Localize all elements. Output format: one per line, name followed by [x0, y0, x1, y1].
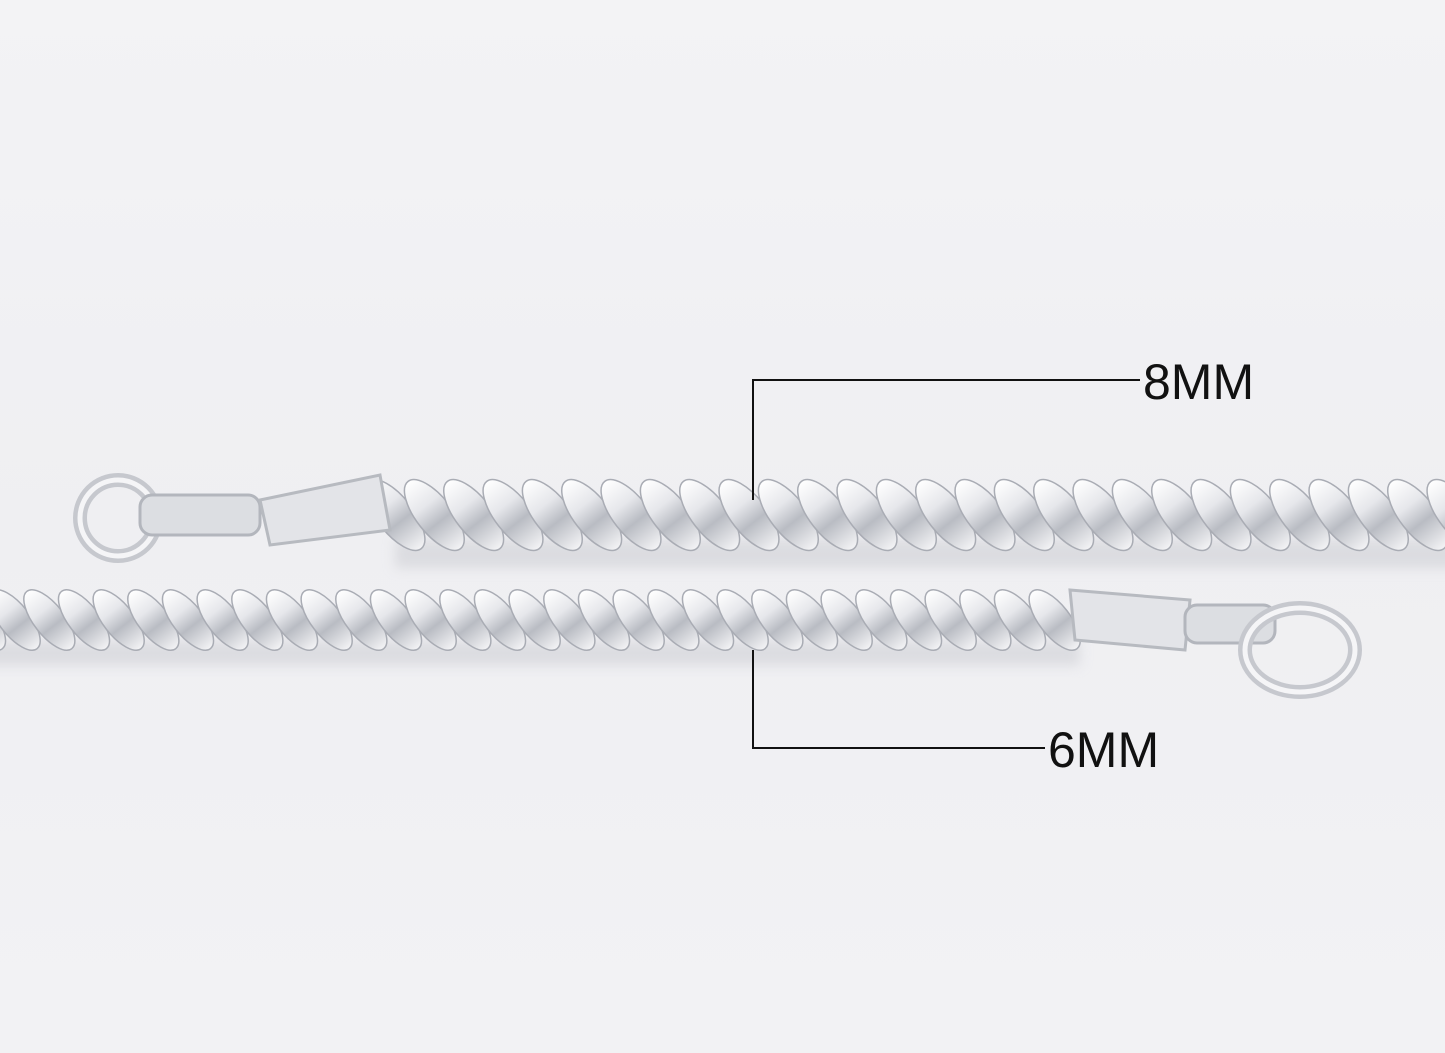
rope-link	[1426, 478, 1445, 552]
rope-link	[0, 589, 7, 651]
size-label-6mm: 6MM	[1048, 722, 1160, 778]
rope-chain-6mm	[0, 589, 1081, 666]
dimension-line-8mm	[752, 379, 1140, 500]
dimension-line-6mm	[752, 650, 1045, 749]
clasp-left	[73, 473, 392, 563]
clasp-right	[1068, 588, 1362, 699]
size-label-8mm: 8MM	[1143, 354, 1255, 410]
rope-link	[1028, 589, 1081, 651]
rope-chain-8mm	[364, 478, 1445, 569]
